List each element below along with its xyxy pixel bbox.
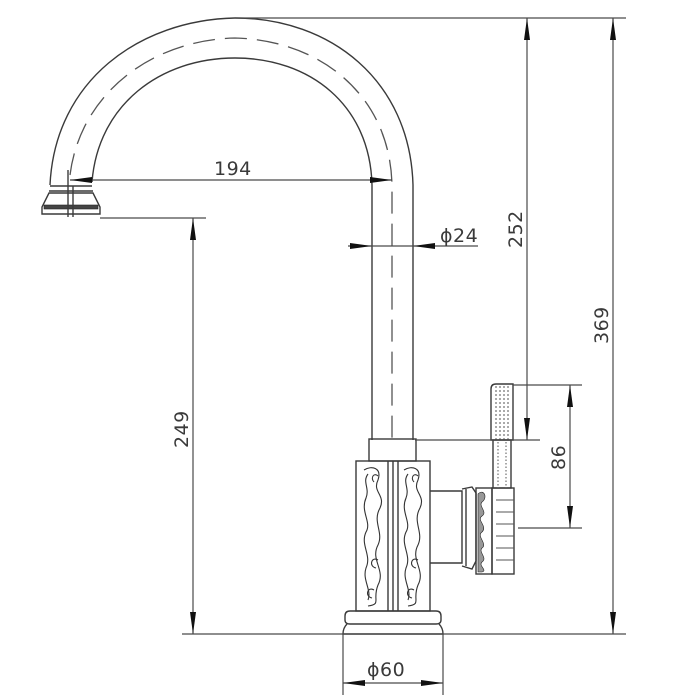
dim-86-label: 86 [548,445,570,470]
faucet-spout [49,17,414,440]
base-flange [342,610,444,635]
handle-housing [430,486,477,570]
dim-top-to-handle: 252 [415,18,540,441]
dim-handle-height: 86 [513,384,582,529]
dim-total-height: 369 [591,18,616,634]
dim-spout-clearance: 249 [100,217,206,634]
dim-194-label: 194 [214,158,252,180]
dim-base-diameter: ϕ60 [342,634,444,695]
aerator [41,170,101,217]
dim-pipe-diameter: ϕ24 [348,225,478,249]
dim-phi60-label: ϕ60 [367,659,405,681]
dim-249-label: 249 [171,410,193,448]
dim-369-label: 369 [591,306,613,344]
ornamental-body [355,460,431,612]
dim-phi24-label: ϕ24 [440,225,478,247]
handle-cap [475,487,515,575]
pipe-collar [368,438,417,462]
dim-252-label: 252 [505,210,527,248]
dim-spout-reach: 194 [70,158,392,183]
lever-handle [490,383,514,489]
